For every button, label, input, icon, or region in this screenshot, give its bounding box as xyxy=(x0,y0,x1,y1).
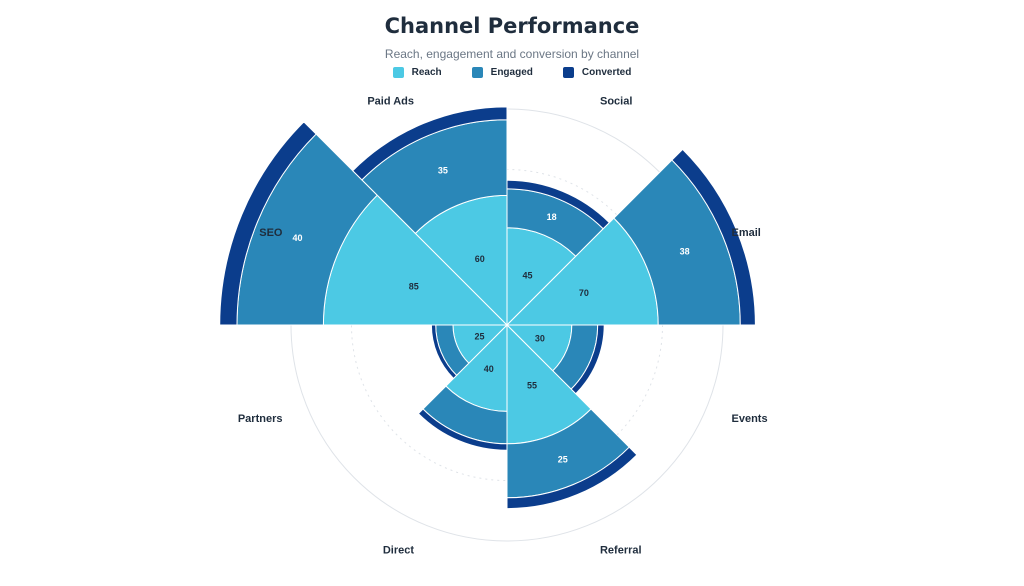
value-label-reach-email: 70 xyxy=(579,288,589,298)
wedge-converted-email xyxy=(671,148,756,326)
legend-label-engaged: Engaged xyxy=(490,67,533,78)
category-label-partners: Partners xyxy=(238,413,283,425)
category-label-direct: Direct xyxy=(383,545,415,557)
value-label-engaged-paid-ads: 35 xyxy=(438,165,448,175)
chart-title: Channel Performance xyxy=(384,14,640,38)
value-label-engaged-referral: 25 xyxy=(558,455,568,465)
wedge-converted-direct xyxy=(417,408,508,451)
value-label-engaged-social: 18 xyxy=(547,212,557,222)
legend-swatch-engaged xyxy=(471,67,483,78)
category-label-events: Events xyxy=(732,413,768,425)
legend: Reach Engaged Converted xyxy=(0,67,1024,78)
legend-swatch-converted xyxy=(562,67,574,78)
value-label-reach-direct: 40 xyxy=(484,364,494,374)
legend-item-engaged[interactable]: Engaged xyxy=(471,67,533,78)
legend-item-converted[interactable]: Converted xyxy=(562,67,632,78)
chart-subtitle: Reach, engagement and conversion by chan… xyxy=(384,47,640,61)
value-label-reach-referral: 55 xyxy=(527,380,537,390)
legend-label-converted: Converted xyxy=(581,67,632,78)
legend-label-reach: Reach xyxy=(411,67,442,78)
wedge-converted-referral xyxy=(506,446,638,510)
category-label-social: Social xyxy=(600,95,632,107)
value-label-reach-social: 45 xyxy=(522,271,532,281)
value-label-reach-seo: 85 xyxy=(409,281,419,291)
value-label-reach-events: 30 xyxy=(535,334,545,344)
value-label-reach-partners: 25 xyxy=(475,331,485,341)
value-label-engaged-seo: 40 xyxy=(292,233,302,243)
legend-swatch-reach xyxy=(392,67,404,78)
value-label-reach-paid-ads: 60 xyxy=(475,254,485,264)
category-label-paid-ads: Paid Ads xyxy=(367,95,414,107)
wedge-converted-paid-ads xyxy=(352,106,508,181)
value-label-engaged-email: 38 xyxy=(680,246,690,256)
category-label-referral: Referral xyxy=(600,545,642,557)
category-label-email: Email xyxy=(732,227,761,239)
legend-item-reach[interactable]: Reach xyxy=(392,67,442,78)
wedge-converted-seo xyxy=(219,121,317,326)
category-label-seo: SEO xyxy=(259,227,283,239)
